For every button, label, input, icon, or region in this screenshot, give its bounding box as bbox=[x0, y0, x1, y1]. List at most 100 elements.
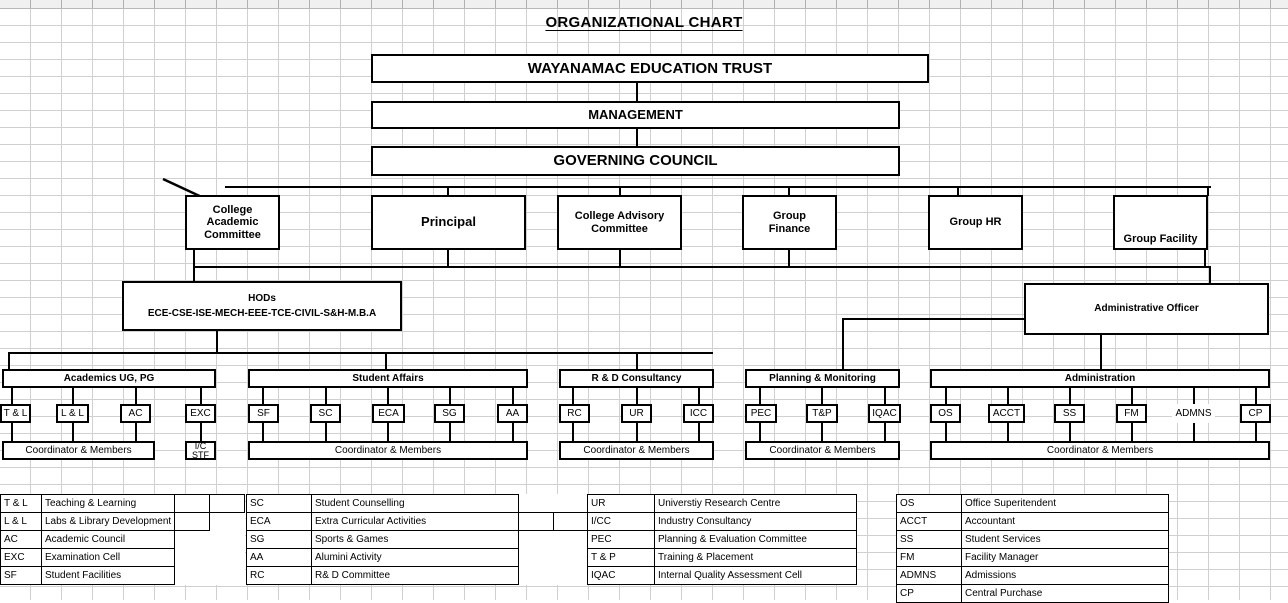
legend-description: Alumini Activity bbox=[311, 548, 519, 567]
function-academics-label: Academics UG, PG bbox=[63, 372, 155, 384]
connector-bus-hr bbox=[957, 186, 959, 196]
legend-spacer-cell bbox=[174, 512, 211, 531]
connector-acad-u1-down bbox=[72, 423, 74, 442]
connector-adm-u0 bbox=[945, 388, 947, 405]
box-governing-council: GOVERNING COUNCIL bbox=[371, 146, 900, 176]
connector-func-rnd bbox=[636, 352, 638, 370]
box-ic-stf: I/C STF bbox=[185, 441, 216, 460]
box-group-hr: Group HR bbox=[928, 195, 1023, 250]
connector-facility-down bbox=[1204, 250, 1206, 267]
connector-bus-hods bbox=[193, 266, 195, 282]
box-governing-council-label: GOVERNING COUNCIL bbox=[553, 152, 718, 170]
legend-code: AA bbox=[246, 548, 312, 567]
coordinator-label: Coordinator & Members bbox=[25, 444, 132, 456]
legend-description: Extra Curricular Activities bbox=[311, 512, 519, 531]
unit-label: SF bbox=[257, 407, 270, 419]
unit-box-iqac: IQAC bbox=[868, 404, 901, 423]
connector-sa-u4-down bbox=[512, 423, 514, 442]
unit-label: IQAC bbox=[872, 407, 897, 419]
unit-label: T & L bbox=[3, 407, 28, 419]
legend-code: I/CC bbox=[587, 512, 655, 531]
connector-adm-u0-down bbox=[945, 423, 947, 442]
legend-description: Admissions bbox=[961, 566, 1169, 585]
connector-adm-u2-down bbox=[1069, 423, 1071, 442]
box-group-facility: Group Facility bbox=[1113, 195, 1208, 250]
connector-principal-down bbox=[447, 250, 449, 267]
box-admin-officer-label: Administrative Officer bbox=[1094, 303, 1199, 315]
legend-spacer-cell bbox=[174, 494, 211, 513]
box-principal: Principal bbox=[371, 195, 526, 250]
legend-code: ACCT bbox=[896, 512, 962, 531]
connector-hods-down bbox=[216, 331, 218, 353]
legend-description: Facility Manager bbox=[961, 548, 1169, 567]
connector-plan-u0-down bbox=[759, 423, 761, 442]
unit-label: L & L bbox=[61, 407, 84, 419]
unit-box-admns: ADMNS bbox=[1172, 404, 1215, 423]
unit-box-fm: FM bbox=[1116, 404, 1147, 423]
box-hods: HODs ECE-CSE-ISE-MECH-EEE-TCE-CIVIL-S&H-… bbox=[122, 281, 402, 331]
legend-code: ADMNS bbox=[896, 566, 962, 585]
unit-label: ICC bbox=[689, 407, 708, 419]
unit-label: ADMNS bbox=[1175, 407, 1212, 419]
ic-stf-label: I/C STF bbox=[192, 441, 209, 460]
unit-box-rc: RC bbox=[559, 404, 590, 423]
box-function-student-affairs: Student Affairs bbox=[248, 369, 528, 388]
legend-code: CP bbox=[896, 584, 962, 603]
connector-func-academics bbox=[8, 352, 10, 370]
unit-box-ss: SS bbox=[1054, 404, 1085, 423]
function-administration-label: Administration bbox=[1064, 372, 1136, 384]
connector-bus-principal bbox=[447, 186, 449, 196]
spreadsheet-column-header-strip bbox=[0, 0, 1288, 9]
connector-acad-u3-down bbox=[200, 423, 202, 442]
unit-label: SC bbox=[318, 407, 333, 419]
bus-admin-officer-left bbox=[842, 318, 1026, 320]
coordinator-label: Coordinator & Members bbox=[769, 444, 876, 456]
connector-advisory-down bbox=[619, 250, 621, 267]
connector-bus-advisory bbox=[619, 186, 621, 196]
unit-box-t-and-l: T & L bbox=[0, 404, 31, 423]
box-coordinator-planning: Coordinator & Members bbox=[745, 441, 900, 460]
unit-label: SG bbox=[442, 407, 457, 419]
connector-adm-u4 bbox=[1193, 388, 1195, 405]
connector-sa-u4 bbox=[512, 388, 514, 405]
unit-box-eca: ECA bbox=[372, 404, 405, 423]
legend-description: Training & Placement bbox=[654, 548, 857, 567]
box-cac-line2: Academic bbox=[206, 216, 259, 229]
connector-rnd-u2-down bbox=[698, 423, 700, 442]
box-coordinator-student-affairs: Coordinator & Members bbox=[248, 441, 528, 460]
legend-code: IQAC bbox=[587, 566, 655, 585]
legend-code: PEC bbox=[587, 530, 655, 549]
legend-description: Student Counselling bbox=[311, 494, 519, 513]
connector-adm-u1-down bbox=[1007, 423, 1009, 442]
connector-sa-u0-down bbox=[262, 423, 264, 442]
unit-label: FM bbox=[1124, 407, 1139, 419]
legend-description: Office Superitendent bbox=[961, 494, 1169, 513]
unit-box-ac: AC bbox=[120, 404, 151, 423]
unit-label: OS bbox=[938, 407, 953, 419]
unit-box-pec: PEC bbox=[745, 404, 777, 423]
unit-box-acct: ACCT bbox=[988, 404, 1025, 423]
connector-sa-u3-down bbox=[449, 423, 451, 442]
legend-code: SF bbox=[0, 566, 42, 585]
connector-adm-u1 bbox=[1007, 388, 1009, 405]
connector-rnd-u2 bbox=[698, 388, 700, 405]
legend-description: Academic Council bbox=[40, 530, 176, 549]
connector-finance-down bbox=[788, 250, 790, 267]
connector-adm-u3 bbox=[1131, 388, 1133, 405]
function-rnd-label: R & D Consultancy bbox=[591, 372, 682, 384]
box-function-rnd: R & D Consultancy bbox=[559, 369, 714, 388]
legend-description: Industry Consultancy bbox=[654, 512, 857, 531]
connector-plan-u2-down bbox=[884, 423, 886, 442]
legend-code: SC bbox=[246, 494, 312, 513]
connector-plan-u1-down bbox=[821, 423, 823, 442]
